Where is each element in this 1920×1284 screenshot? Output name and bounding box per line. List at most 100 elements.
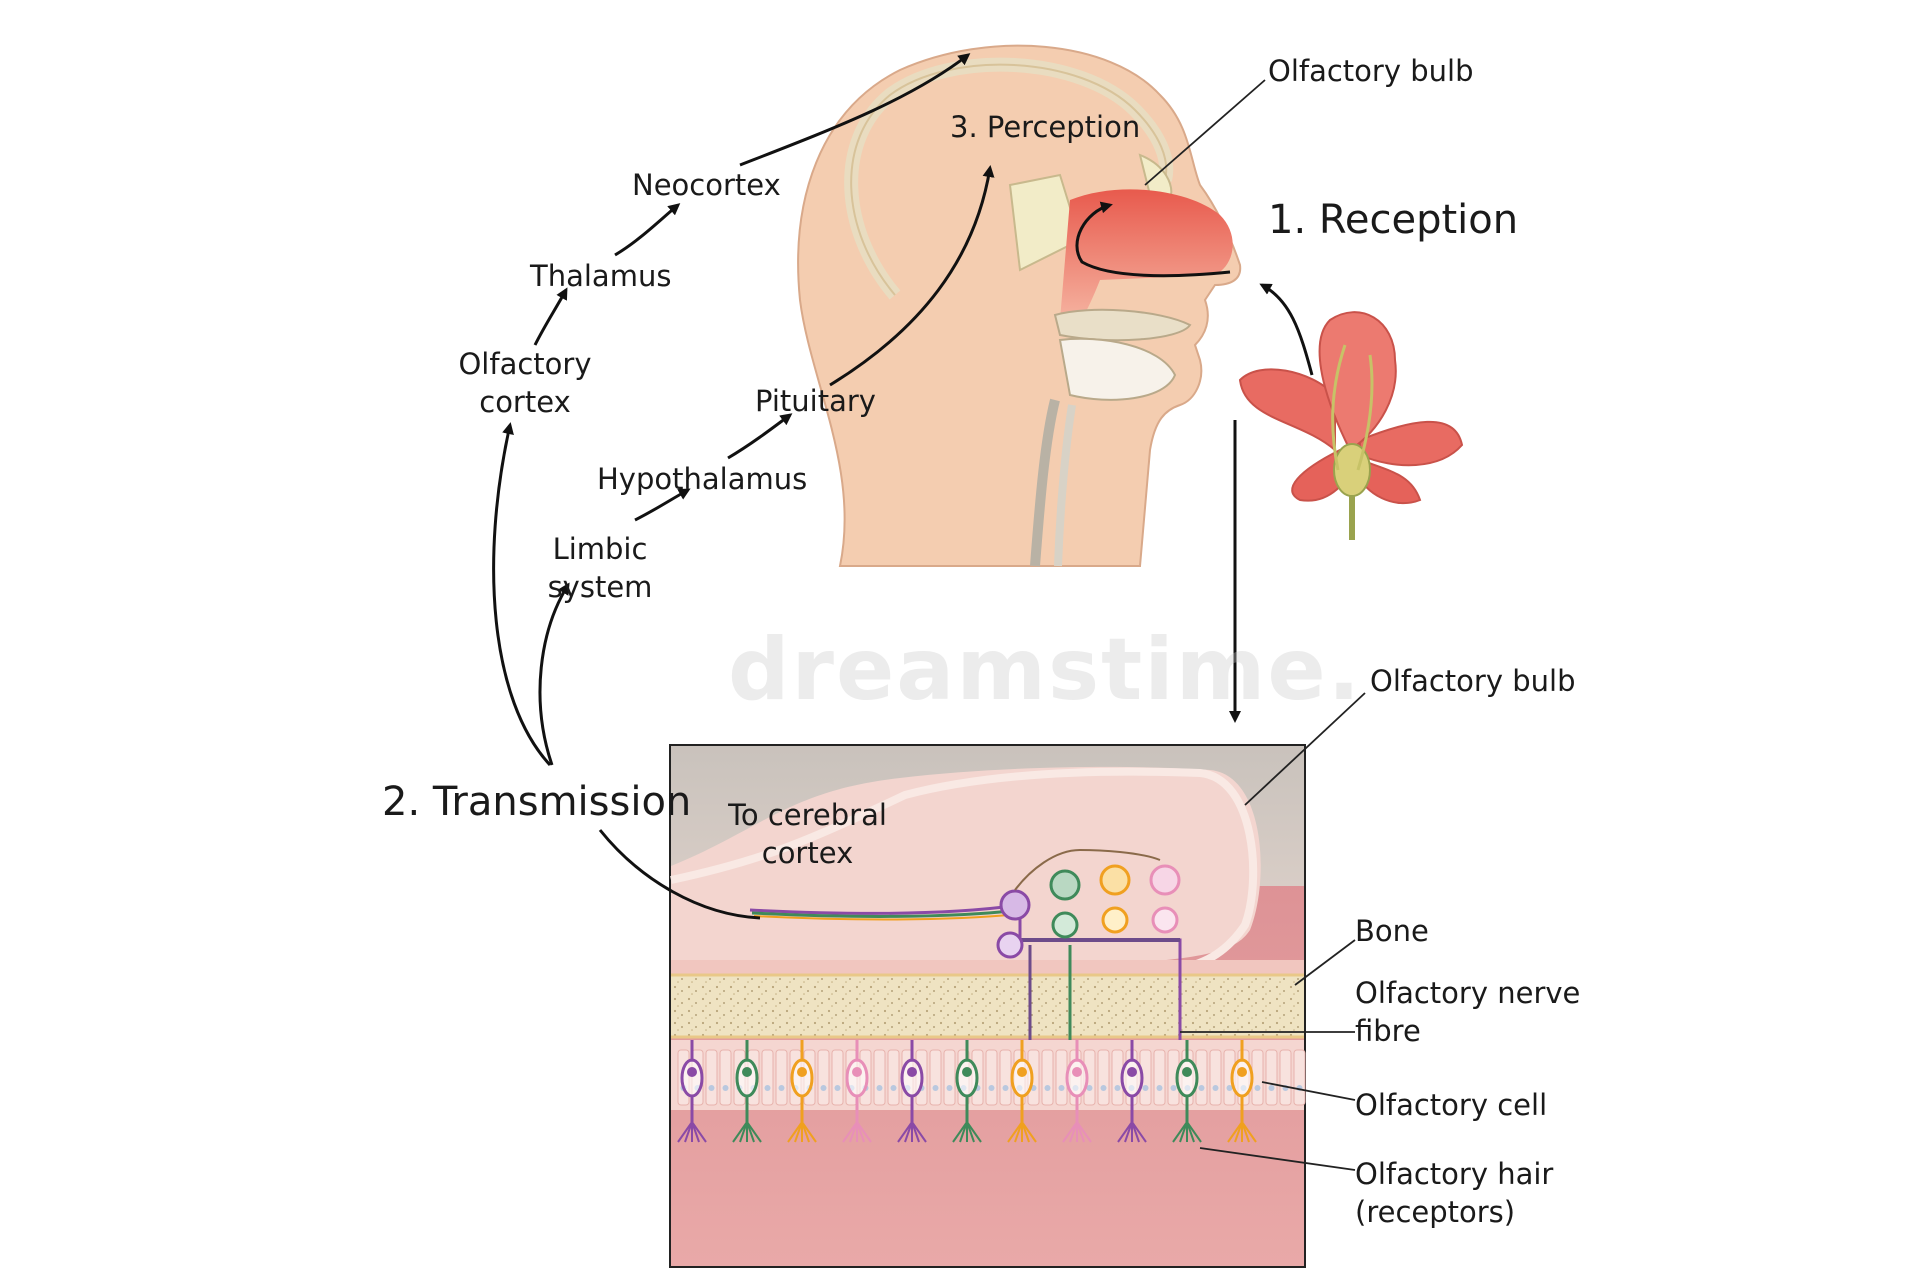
supporting-cell-nucleus xyxy=(1212,1085,1219,1091)
supporting-cell-nucleus xyxy=(820,1085,827,1091)
label-limbic-system: Limbic system xyxy=(547,532,653,604)
supporting-cell-nucleus xyxy=(1268,1085,1275,1091)
label-olfactory-cell: Olfactory cell xyxy=(1355,1088,1548,1122)
olfactory-hair xyxy=(691,1121,707,1143)
label-thalamus: Thalamus xyxy=(530,259,672,293)
supporting-cell-nucleus xyxy=(1044,1085,1051,1091)
supporting-cell xyxy=(929,1049,942,1106)
olfactory-hair xyxy=(1076,1121,1092,1143)
olfactory-hair xyxy=(684,1121,693,1143)
label-neocortex: Neocortex xyxy=(632,168,781,202)
supporting-cell-nucleus xyxy=(834,1085,841,1091)
supporting-cell xyxy=(1279,1049,1292,1106)
supporting-cell xyxy=(719,1049,732,1106)
olfactory-hair xyxy=(1124,1121,1133,1143)
supporting-cell-nucleus xyxy=(1100,1085,1107,1091)
supporting-cell xyxy=(761,1049,774,1106)
olfactory-hair xyxy=(1062,1121,1078,1143)
olfactory-hair xyxy=(1227,1121,1243,1143)
olfactory-hair xyxy=(1186,1121,1202,1143)
supporting-cell xyxy=(705,1049,718,1106)
olfactory-cell xyxy=(1007,1040,1037,1143)
supporting-cell-nucleus xyxy=(1156,1085,1163,1091)
label-reception: 1. Reception xyxy=(1268,197,1519,243)
label-transmission: 2. Transmission xyxy=(382,779,692,825)
olfactory-cell xyxy=(1227,1040,1257,1143)
olfactory-hair xyxy=(801,1121,817,1143)
olfactory-hair xyxy=(842,1121,858,1143)
olfactory-cell xyxy=(842,1040,872,1143)
arrow-fibre-to-transmission xyxy=(598,829,761,920)
olfactory-hair xyxy=(897,1121,913,1143)
olfactory-hair xyxy=(1131,1121,1147,1143)
olfactory-cell xyxy=(1172,1040,1202,1143)
flower-illustration xyxy=(1238,311,1464,540)
olfactory-cell xyxy=(1117,1040,1147,1143)
supporting-cell xyxy=(1293,1049,1306,1106)
supporting-cell-nucleus xyxy=(1002,1085,1009,1091)
supporting-cell xyxy=(1251,1049,1264,1106)
supporting-cell-nucleus xyxy=(708,1085,715,1091)
olfactory-cell xyxy=(952,1040,982,1143)
label-olfactory-cortex: Olfactory cortex xyxy=(458,347,592,419)
supporting-cell-nucleus xyxy=(1142,1085,1149,1091)
watermark: dreamstime. xyxy=(728,620,1363,720)
supporting-cell-nucleus xyxy=(890,1085,897,1091)
arrow-limbic-to-hypothalamus xyxy=(634,488,691,522)
supporting-cell-nucleus xyxy=(1198,1085,1205,1091)
olfactory-hair xyxy=(787,1121,803,1143)
supporting-cell xyxy=(1097,1049,1110,1106)
arrow-neocortex-to-perception xyxy=(739,53,971,167)
supporting-cell-nucleus xyxy=(764,1085,771,1091)
olfactory-hair xyxy=(794,1121,803,1143)
label-olfactory-bulb-bottom: Olfactory bulb xyxy=(1370,664,1576,698)
olfactory-hair xyxy=(904,1121,913,1143)
arrow-flower-to-nose xyxy=(1259,283,1314,376)
olfactory-hair xyxy=(1021,1121,1037,1143)
supporting-cell xyxy=(831,1049,844,1106)
supporting-cell-nucleus xyxy=(1170,1085,1177,1091)
arrow-transmission-to-limbic xyxy=(538,582,570,766)
supporting-cell xyxy=(943,1049,956,1106)
pathway-arrows xyxy=(492,53,1314,920)
arrow-transmission-to-cortex xyxy=(492,422,552,767)
olfactory-hair xyxy=(1241,1121,1257,1143)
olfactory-hair xyxy=(1069,1121,1078,1143)
olfactory-hair xyxy=(746,1121,762,1143)
olfactory-hair xyxy=(849,1121,858,1143)
head-illustration xyxy=(797,44,1242,567)
label-hypothalamus: Hypothalamus xyxy=(597,462,808,496)
label-olfactory-hair: Olfactory hair (receptors) xyxy=(1355,1157,1554,1229)
supporting-cell-nucleus xyxy=(1114,1085,1121,1091)
olfactory-cell xyxy=(732,1040,762,1143)
olfactory-cell xyxy=(787,1040,817,1143)
olfactory-cell xyxy=(897,1040,927,1143)
olfactory-hair xyxy=(1179,1121,1188,1143)
olfactory-hair xyxy=(959,1121,968,1143)
olfactory-hair xyxy=(952,1121,968,1143)
olfactory-hair xyxy=(911,1121,927,1143)
olfactory-hair xyxy=(966,1121,982,1143)
supporting-cell xyxy=(1209,1049,1222,1106)
olfactory-hair xyxy=(1007,1121,1023,1143)
supporting-cell xyxy=(873,1049,886,1106)
supporting-cell-nucleus xyxy=(1254,1085,1261,1091)
supporting-cell-nucleus xyxy=(1058,1085,1065,1091)
leader-lines xyxy=(1144,79,1366,1171)
olfactory-cell xyxy=(677,1040,707,1143)
supporting-cell xyxy=(985,1049,998,1106)
olfactory-hair xyxy=(856,1121,872,1143)
supporting-cell-nucleus xyxy=(932,1085,939,1091)
supporting-cell xyxy=(1153,1049,1166,1106)
olfactory-hair xyxy=(732,1121,748,1143)
supporting-cell xyxy=(999,1049,1012,1106)
olfactory-hair xyxy=(1172,1121,1188,1143)
supporting-cell-nucleus xyxy=(778,1085,785,1091)
olfactory-hair xyxy=(1234,1121,1243,1143)
olfactory-cell xyxy=(1062,1040,1092,1143)
supporting-cell-nucleus xyxy=(988,1085,995,1091)
supporting-cell xyxy=(1055,1049,1068,1106)
label-bone: Bone xyxy=(1355,914,1429,948)
olfactory-hair xyxy=(677,1121,693,1143)
